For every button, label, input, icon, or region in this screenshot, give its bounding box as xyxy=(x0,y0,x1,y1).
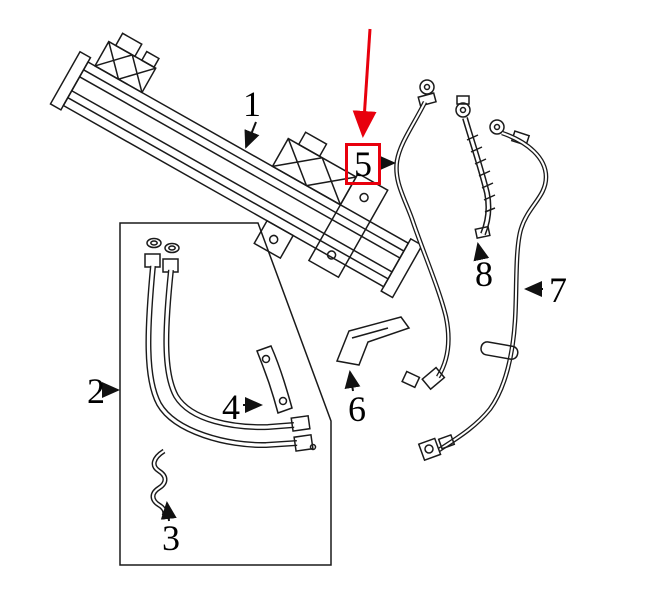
group-2-outline-box xyxy=(119,222,332,566)
braided-hose-drawing xyxy=(455,95,496,240)
callout-2[interactable]: 2 xyxy=(87,371,105,411)
callout-8[interactable]: 8 xyxy=(475,254,493,294)
callout-5-label: 5 xyxy=(354,144,372,184)
callout-5-highlighted[interactable]: 5 xyxy=(345,143,381,185)
callout-7[interactable]: 7 xyxy=(549,270,567,310)
mounting-bracket-drawing xyxy=(335,316,411,366)
callout-arrow-8 xyxy=(473,242,490,262)
oil-cooler-drawing xyxy=(49,32,424,299)
cooler-left-bracket xyxy=(93,32,160,94)
callout-arrow-6 xyxy=(344,370,361,392)
callout-arrow-1 xyxy=(244,121,260,149)
cooler-right-tank xyxy=(380,237,424,299)
return-hose-drawing xyxy=(417,119,549,462)
cooler-left-tank xyxy=(49,50,92,111)
callout-arrows xyxy=(102,121,543,522)
callout-3[interactable]: 3 xyxy=(162,518,180,558)
hose-pair-drawing xyxy=(144,237,317,452)
callout-arrow-3 xyxy=(160,501,177,522)
callout-4[interactable]: 4 xyxy=(222,387,240,427)
clip-drawing xyxy=(150,448,168,518)
callout-6[interactable]: 6 xyxy=(348,389,366,429)
callout-1[interactable]: 1 xyxy=(243,84,261,124)
cooler-tube-drawing xyxy=(394,79,451,391)
strap-bracket-drawing xyxy=(256,345,293,414)
highlight-arrow xyxy=(352,28,377,138)
cooler-right-bracket xyxy=(253,131,389,279)
